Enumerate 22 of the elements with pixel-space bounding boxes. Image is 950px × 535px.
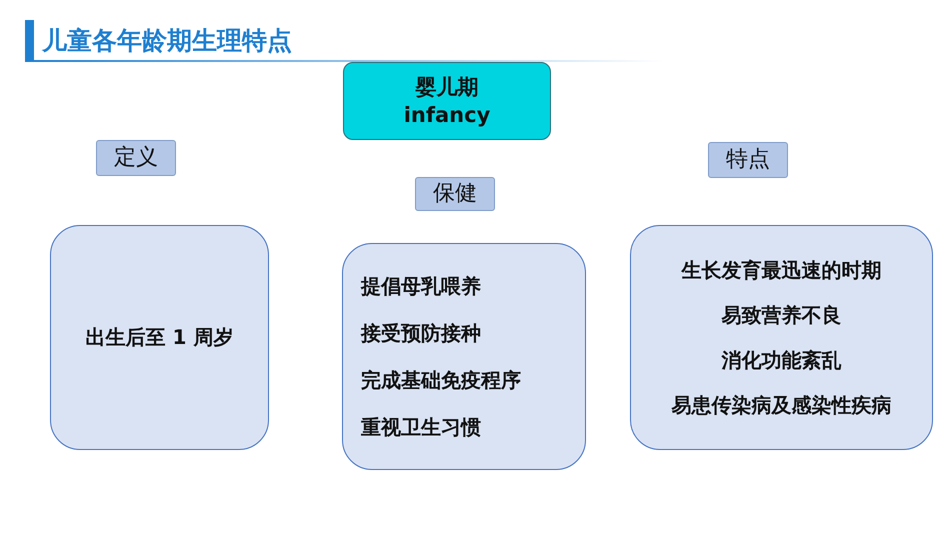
label-box: [415, 177, 495, 211]
slide-title: 儿童各年龄期生理特点: [42, 25, 292, 57]
content-box: [342, 243, 586, 470]
box-text: 消化功能紊乱: [722, 346, 842, 374]
box-text: 完成基础免疫程序: [361, 366, 521, 394]
box-text: 特点: [726, 146, 770, 174]
box-text: 提倡母乳喂养: [361, 272, 481, 300]
box-text: 婴儿期: [416, 74, 478, 101]
box-text: 易患传染病及感染性疾病: [672, 392, 892, 418]
box-text: 定义: [114, 144, 158, 172]
label-box: [708, 142, 788, 178]
title-box: [343, 62, 551, 140]
box-text: 出生后至 1 周岁: [86, 324, 234, 351]
content-box: [50, 225, 269, 450]
box-text: 易致营养不良: [722, 302, 842, 328]
box-text: 接受预防接种: [361, 320, 481, 346]
box-text: 保健: [433, 180, 477, 208]
box-text: 生长发育最迅速的时期: [682, 256, 882, 284]
content-box: [630, 225, 933, 450]
box-text: infancy: [404, 102, 490, 129]
label-box: [96, 140, 176, 176]
box-text: 重视卫生习惯: [361, 414, 481, 440]
